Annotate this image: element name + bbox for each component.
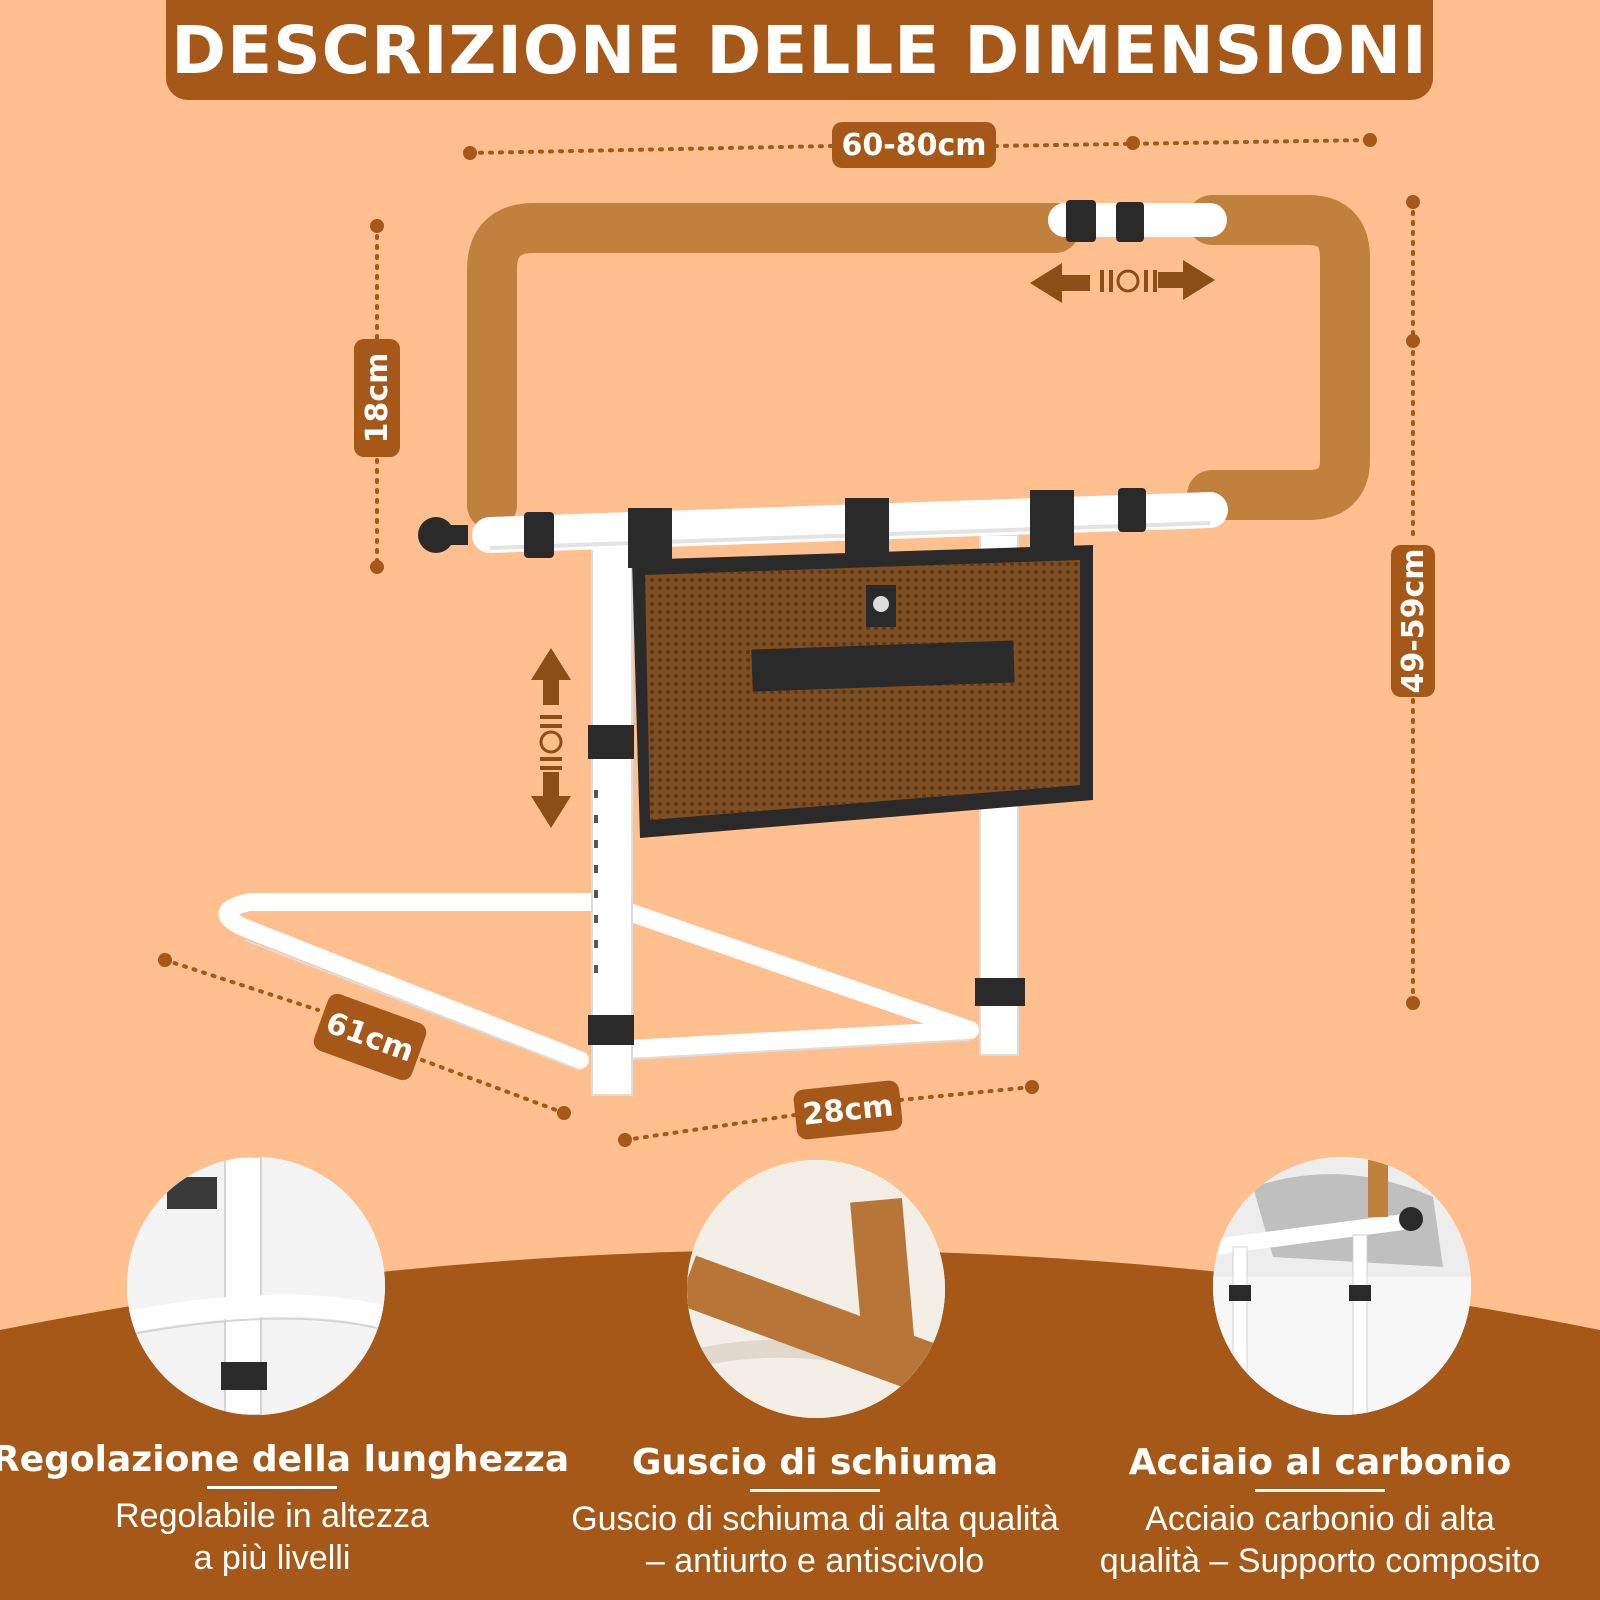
dimension-endpoints bbox=[158, 133, 1420, 1147]
detail-image-steel bbox=[1213, 1157, 1471, 1415]
feature-title: Guscio di schiuma bbox=[631, 1442, 999, 1483]
title-underline bbox=[207, 1486, 337, 1489]
title-underline bbox=[750, 1489, 880, 1492]
detail-image-foam bbox=[687, 1160, 945, 1418]
title-underline bbox=[1255, 1489, 1385, 1492]
detail-image-adjustment bbox=[127, 1157, 385, 1415]
feature-line: Regolabile in altezza bbox=[115, 1497, 429, 1535]
feature-line: Acciaio carbonio di alta bbox=[1145, 1500, 1495, 1538]
feature-foam-shell: Guscio di schiuma Guscio di schiuma di a… bbox=[535, 1437, 1095, 1582]
feature-line: a più livelli bbox=[193, 1539, 351, 1577]
double-arrow-vertical-icon bbox=[531, 648, 571, 828]
banner-title: DESCRIZIONE DELLE DIMENSIONI bbox=[171, 11, 1428, 89]
feature-title: Acciaio al carbonio bbox=[1128, 1442, 1512, 1483]
feature-title: Regolazione della lunghezza bbox=[0, 1439, 570, 1480]
dimension-width-label: 60-80cm bbox=[832, 122, 996, 168]
feature-line: – antiurto e antiscivolo bbox=[645, 1542, 985, 1580]
feature-line: Guscio di schiuma di alta qualità bbox=[571, 1500, 1059, 1538]
feature-carbon-steel: Acciaio al carbonio Acciaio carbonio di … bbox=[1050, 1437, 1590, 1582]
feature-length-adjustment: Regolazione della lunghezza Regolabile i… bbox=[0, 1434, 570, 1579]
header-banner: DESCRIZIONE DELLE DIMENSIONI bbox=[166, 0, 1433, 100]
foam-handle-left bbox=[467, 203, 1080, 530]
feature-line: qualità – Supporto composito bbox=[1099, 1542, 1541, 1580]
double-arrow-horizontal-icon bbox=[1030, 260, 1215, 303]
foam-handle-right bbox=[1187, 195, 1370, 520]
